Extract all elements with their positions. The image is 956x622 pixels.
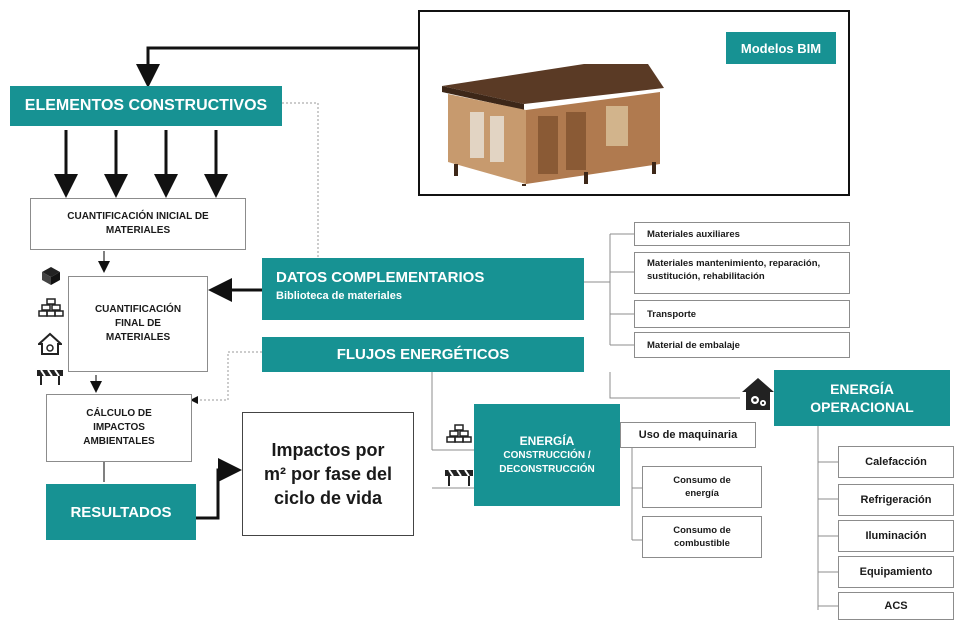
operacional-item: Iluminación [838, 520, 954, 552]
datos-item: Materiales mantenimiento, reparación, su… [634, 252, 850, 294]
uso-maquinaria: Uso de maquinaria [620, 422, 756, 448]
energia-construccion-subtitle: CONSTRUCCIÓN / DECONSTRUCCIÓN [499, 450, 595, 475]
cuantificacion-final: CUANTIFICACIÓN FINAL DE MATERIALES [68, 276, 208, 372]
datos-title: DATOS COMPLEMENTARIOS [276, 269, 485, 286]
datos-item: Material de embalaje [634, 332, 850, 358]
resultados-arrow [196, 458, 242, 520]
datos-subtitle: Biblioteca de materiales [276, 290, 402, 302]
resultados: RESULTADOS [46, 484, 196, 540]
bim-model-panel: Modelos BIM [418, 10, 850, 196]
operacional-item: ACS [838, 592, 954, 620]
house-gear-icon [742, 378, 774, 410]
cube-stack-icon [42, 267, 60, 285]
datos-item: Transporte [634, 300, 850, 328]
bim-arrow [136, 46, 418, 88]
calculo-impactos: CÁLCULO DE IMPACTOS AMBIENTALES [46, 394, 192, 462]
maquinaria-item: Consumo de combustible [642, 516, 762, 558]
energia-operacional: ENERGÍA OPERACIONAL [774, 370, 950, 426]
energia-construccion-title: ENERGÍA [519, 434, 575, 448]
flujos-energeticos: FLUJOS ENERGÉTICOS [262, 337, 584, 372]
operacional-item: Refrigeración [838, 484, 954, 516]
cuantificacion-inicial: CUANTIFICACIÓN INICIAL DE MATERIALES [30, 198, 246, 250]
elementos-constructivos: ELEMENTOS CONSTRUCTIVOS [10, 86, 282, 126]
elem-datos-dotted [282, 102, 319, 262]
operacional-item: Equipamiento [838, 556, 954, 588]
impactos-box: Impactos por m² por fase del ciclo de vi… [242, 412, 414, 536]
house-gear-icon [38, 332, 62, 355]
maquinaria-item: Consumo de energía [642, 466, 762, 508]
datos-item: Materiales auxiliares [634, 222, 850, 246]
bim-label: Modelos BIM [726, 32, 836, 64]
brick-wall-icon [446, 424, 472, 443]
barrier-icon [445, 469, 473, 486]
brick-wall-icon [38, 298, 64, 317]
datos-complementarios: DATOS COMPLEMENTARIOS Biblioteca de mate… [262, 258, 584, 320]
house-model-image [442, 64, 664, 186]
barrier-icon [37, 369, 63, 385]
operacional-item: Calefacción [838, 446, 954, 478]
energia-construccion: ENERGÍA CONSTRUCCIÓN / DECONSTRUCCIÓN [474, 404, 620, 506]
